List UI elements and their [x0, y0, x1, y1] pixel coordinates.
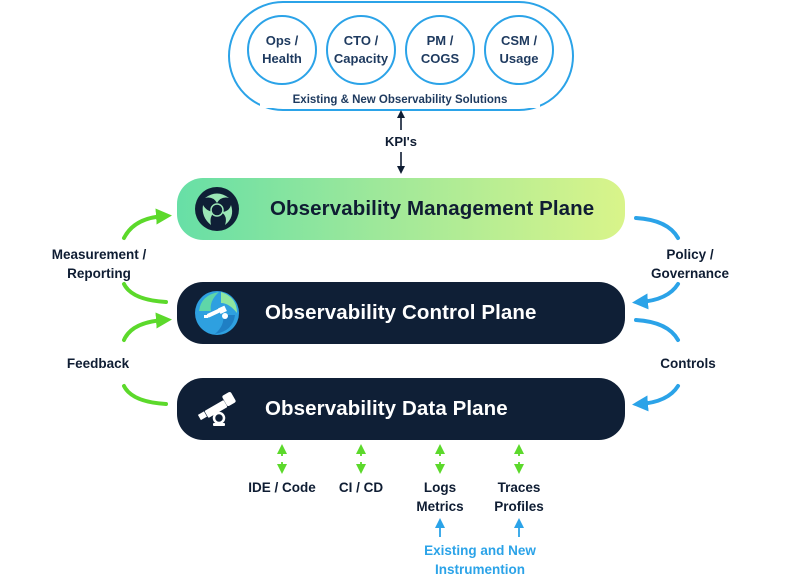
solution-circle-cto: [326, 15, 396, 85]
measurement-upper-arrow: [122, 208, 172, 240]
measurement-lower-curve: [122, 282, 168, 304]
data-plane: Observability Data Plane: [177, 378, 625, 440]
management-plane-icon: [195, 187, 239, 231]
measurement-reporting-label: Measurement /Reporting: [51, 247, 147, 281]
management-plane: Observability Management Plane: [177, 178, 625, 240]
feedback-upper-arrow: [122, 312, 172, 342]
feedback-lower-curve: [122, 384, 168, 406]
policy-lower-arrow: [632, 282, 680, 310]
controls-label: Controls: [660, 356, 716, 371]
solutions-caption: Existing & New Observability Solutions: [260, 92, 540, 108]
solution-label-cto: CTO /Capacity: [333, 33, 389, 66]
solution-circle-ops: [247, 15, 317, 85]
telescope-icon: [197, 392, 236, 426]
ide-code-label: IDE / Code: [248, 480, 316, 495]
solution-label-ops: Ops /Health: [262, 33, 302, 66]
solution-circle-pm: [405, 15, 475, 85]
solution-label-pm: PM /COGS: [420, 33, 460, 66]
data-plane-title: Observability Data Plane: [265, 397, 508, 420]
policy-governance-label: Policy /Governance: [650, 247, 730, 281]
controls-lower-arrow: [632, 384, 680, 412]
solution-label-csm: CSM /Usage: [499, 33, 539, 66]
cicd-label: CI / CD: [338, 480, 384, 495]
control-plane: Observability Control Plane: [177, 282, 625, 344]
control-plane-title: Observability Control Plane: [265, 301, 537, 324]
control-plane-icon: [195, 291, 239, 335]
solution-circle-csm: [484, 15, 554, 85]
policy-upper-curve: [634, 216, 680, 240]
controls-upper-curve: [634, 318, 680, 342]
management-plane-title: Observability Management Plane: [270, 197, 595, 220]
feedback-label: Feedback: [66, 356, 130, 371]
kpi-label: KPI's: [385, 134, 417, 149]
